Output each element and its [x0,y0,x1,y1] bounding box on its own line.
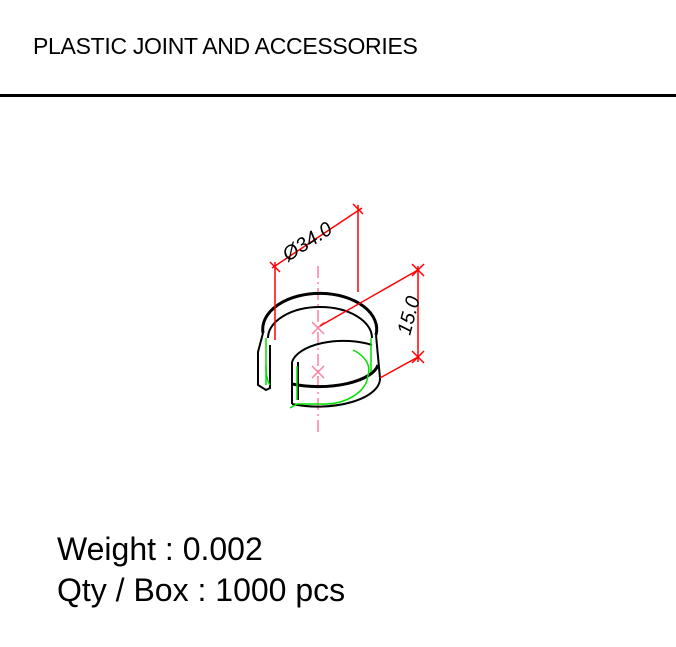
hidden-lines [265,338,372,409]
header-divider [0,94,676,97]
centerline [311,266,325,436]
weight-spec: Weight : 0.002 [57,531,263,567]
ring-outline [257,291,382,408]
page-title: PLASTIC JOINT AND ACCESSORIES [33,33,418,59]
diameter-dimension-label: Ø34.0 [278,218,337,267]
qty-per-box-spec: Qty / Box : 1000 pcs [57,572,346,608]
height-dimension-label: 15.0 [394,294,425,337]
dimension-lines [269,203,425,379]
